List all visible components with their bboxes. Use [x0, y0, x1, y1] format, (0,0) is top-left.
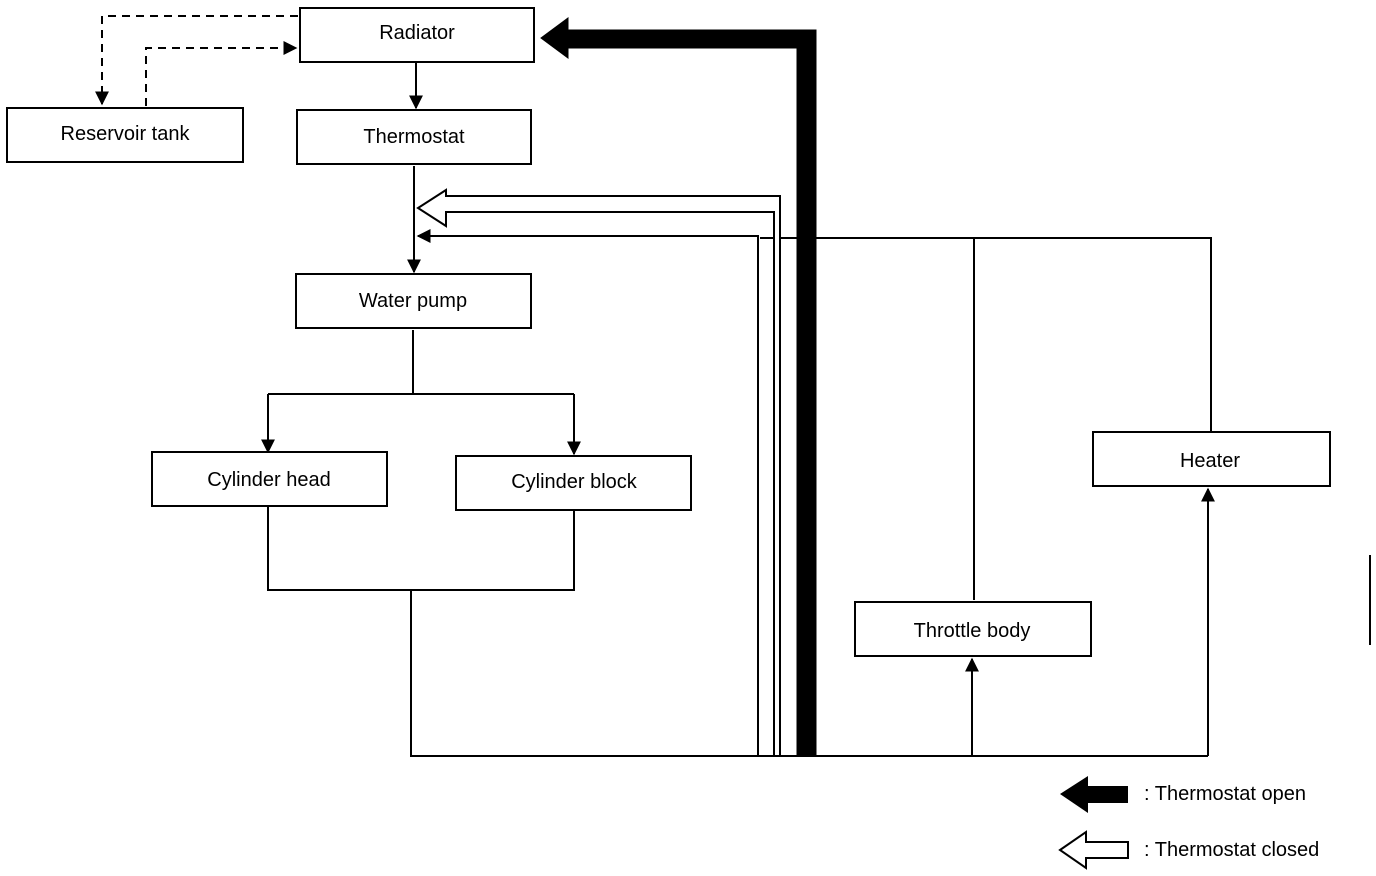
- thermostat-box: Thermostat: [296, 109, 532, 165]
- legend: : Thermostat open : Thermostat closed: [1058, 776, 1319, 870]
- engine-outlet-lines: [267, 506, 1208, 757]
- thermostat-open-flow-arrow: [540, 17, 817, 757]
- radiator-label: Radiator: [379, 22, 455, 44]
- bypass-lines: [416, 229, 975, 756]
- water-pump-box: Water pump: [295, 273, 532, 329]
- radiator-box: Radiator: [299, 7, 535, 63]
- water-pump-label: Water pump: [359, 290, 467, 312]
- throttle-body-box: Throttle body: [854, 601, 1092, 657]
- legend-closed-arrow: [1058, 830, 1129, 870]
- throttle-body-label: Throttle body: [914, 620, 1031, 642]
- legend-closed-label: : Thermostat closed: [1144, 839, 1319, 861]
- heater-label: Heater: [1180, 450, 1240, 472]
- pump-to-engine-lines: [261, 330, 581, 456]
- legend-open-label: : Thermostat open: [1144, 783, 1306, 805]
- thermostat-closed-flow-arrow: [416, 188, 781, 757]
- cylinder-head-label: Cylinder head: [207, 469, 330, 491]
- heater-box: Heater: [1092, 431, 1331, 487]
- legend-open-arrow: [1060, 776, 1128, 813]
- heater-lines: [974, 237, 1215, 756]
- reservoir-tank-label: Reservoir tank: [61, 123, 191, 145]
- cylinder-head-box: Cylinder head: [151, 451, 388, 507]
- reservoir-tank-box: Reservoir tank: [6, 107, 244, 163]
- reservoir-connection: [95, 15, 298, 106]
- cylinder-block-box: Cylinder block: [455, 455, 692, 511]
- cylinder-block-label: Cylinder block: [511, 471, 638, 493]
- thermostat-label: Thermostat: [363, 126, 465, 148]
